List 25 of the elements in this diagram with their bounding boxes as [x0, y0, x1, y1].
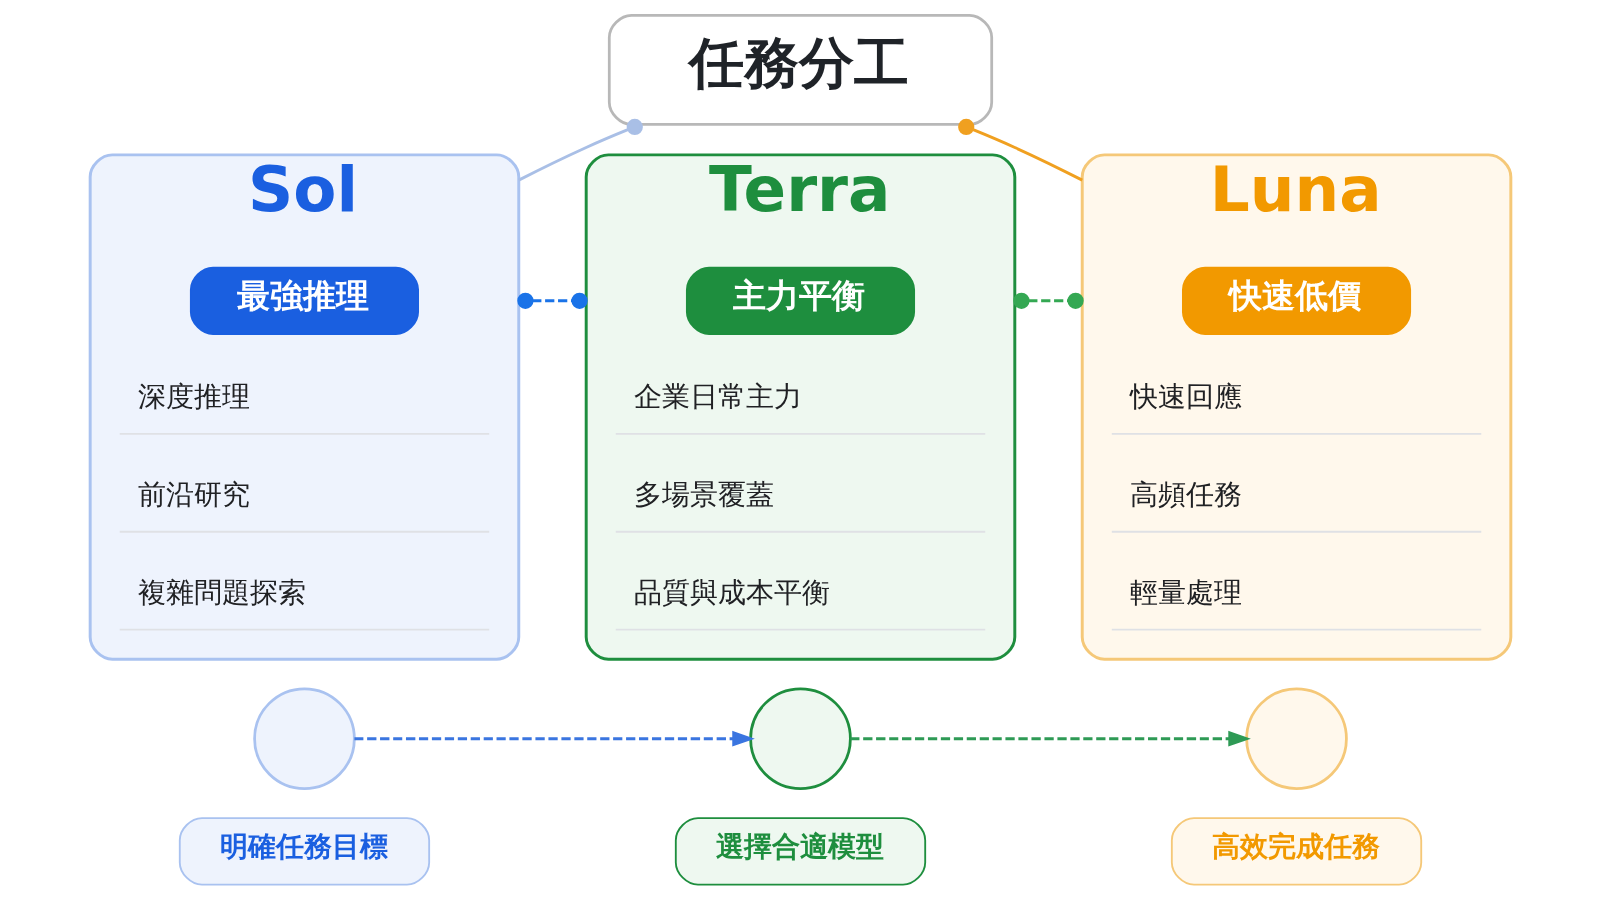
node-box: 任務分工	[607, 14, 993, 126]
connector	[1012, 292, 1084, 309]
node-circle	[1244, 687, 1348, 790]
node-text: 複雜問題探索	[137, 575, 306, 609]
node-text: 深度推理	[137, 380, 250, 414]
node-box: 明確任務目標	[178, 817, 430, 886]
node-box: 主力平衡	[685, 266, 915, 335]
connector	[516, 292, 588, 309]
arrow	[849, 730, 1251, 747]
node-text: 企業日常主力	[633, 380, 802, 414]
connector	[517, 118, 643, 182]
node-text: 前沿研究	[137, 478, 250, 512]
node-circle	[252, 687, 356, 790]
arrow	[353, 730, 755, 747]
node-box: 快速低價	[1181, 266, 1411, 335]
connector	[957, 118, 1083, 182]
node-text: 品質與成本平衡	[633, 575, 830, 609]
node-text: 輕量處理	[1129, 575, 1242, 609]
node-box: 選擇合適模型	[674, 817, 926, 886]
node-text: 快速回應	[1129, 380, 1242, 414]
node-circle	[748, 687, 852, 790]
node-box: 高效完成任務	[1170, 817, 1422, 886]
node-text: 高頻任務	[1129, 478, 1242, 512]
node-box: 最強推理	[189, 266, 419, 335]
node-text: 多場景覆蓋	[633, 478, 774, 512]
